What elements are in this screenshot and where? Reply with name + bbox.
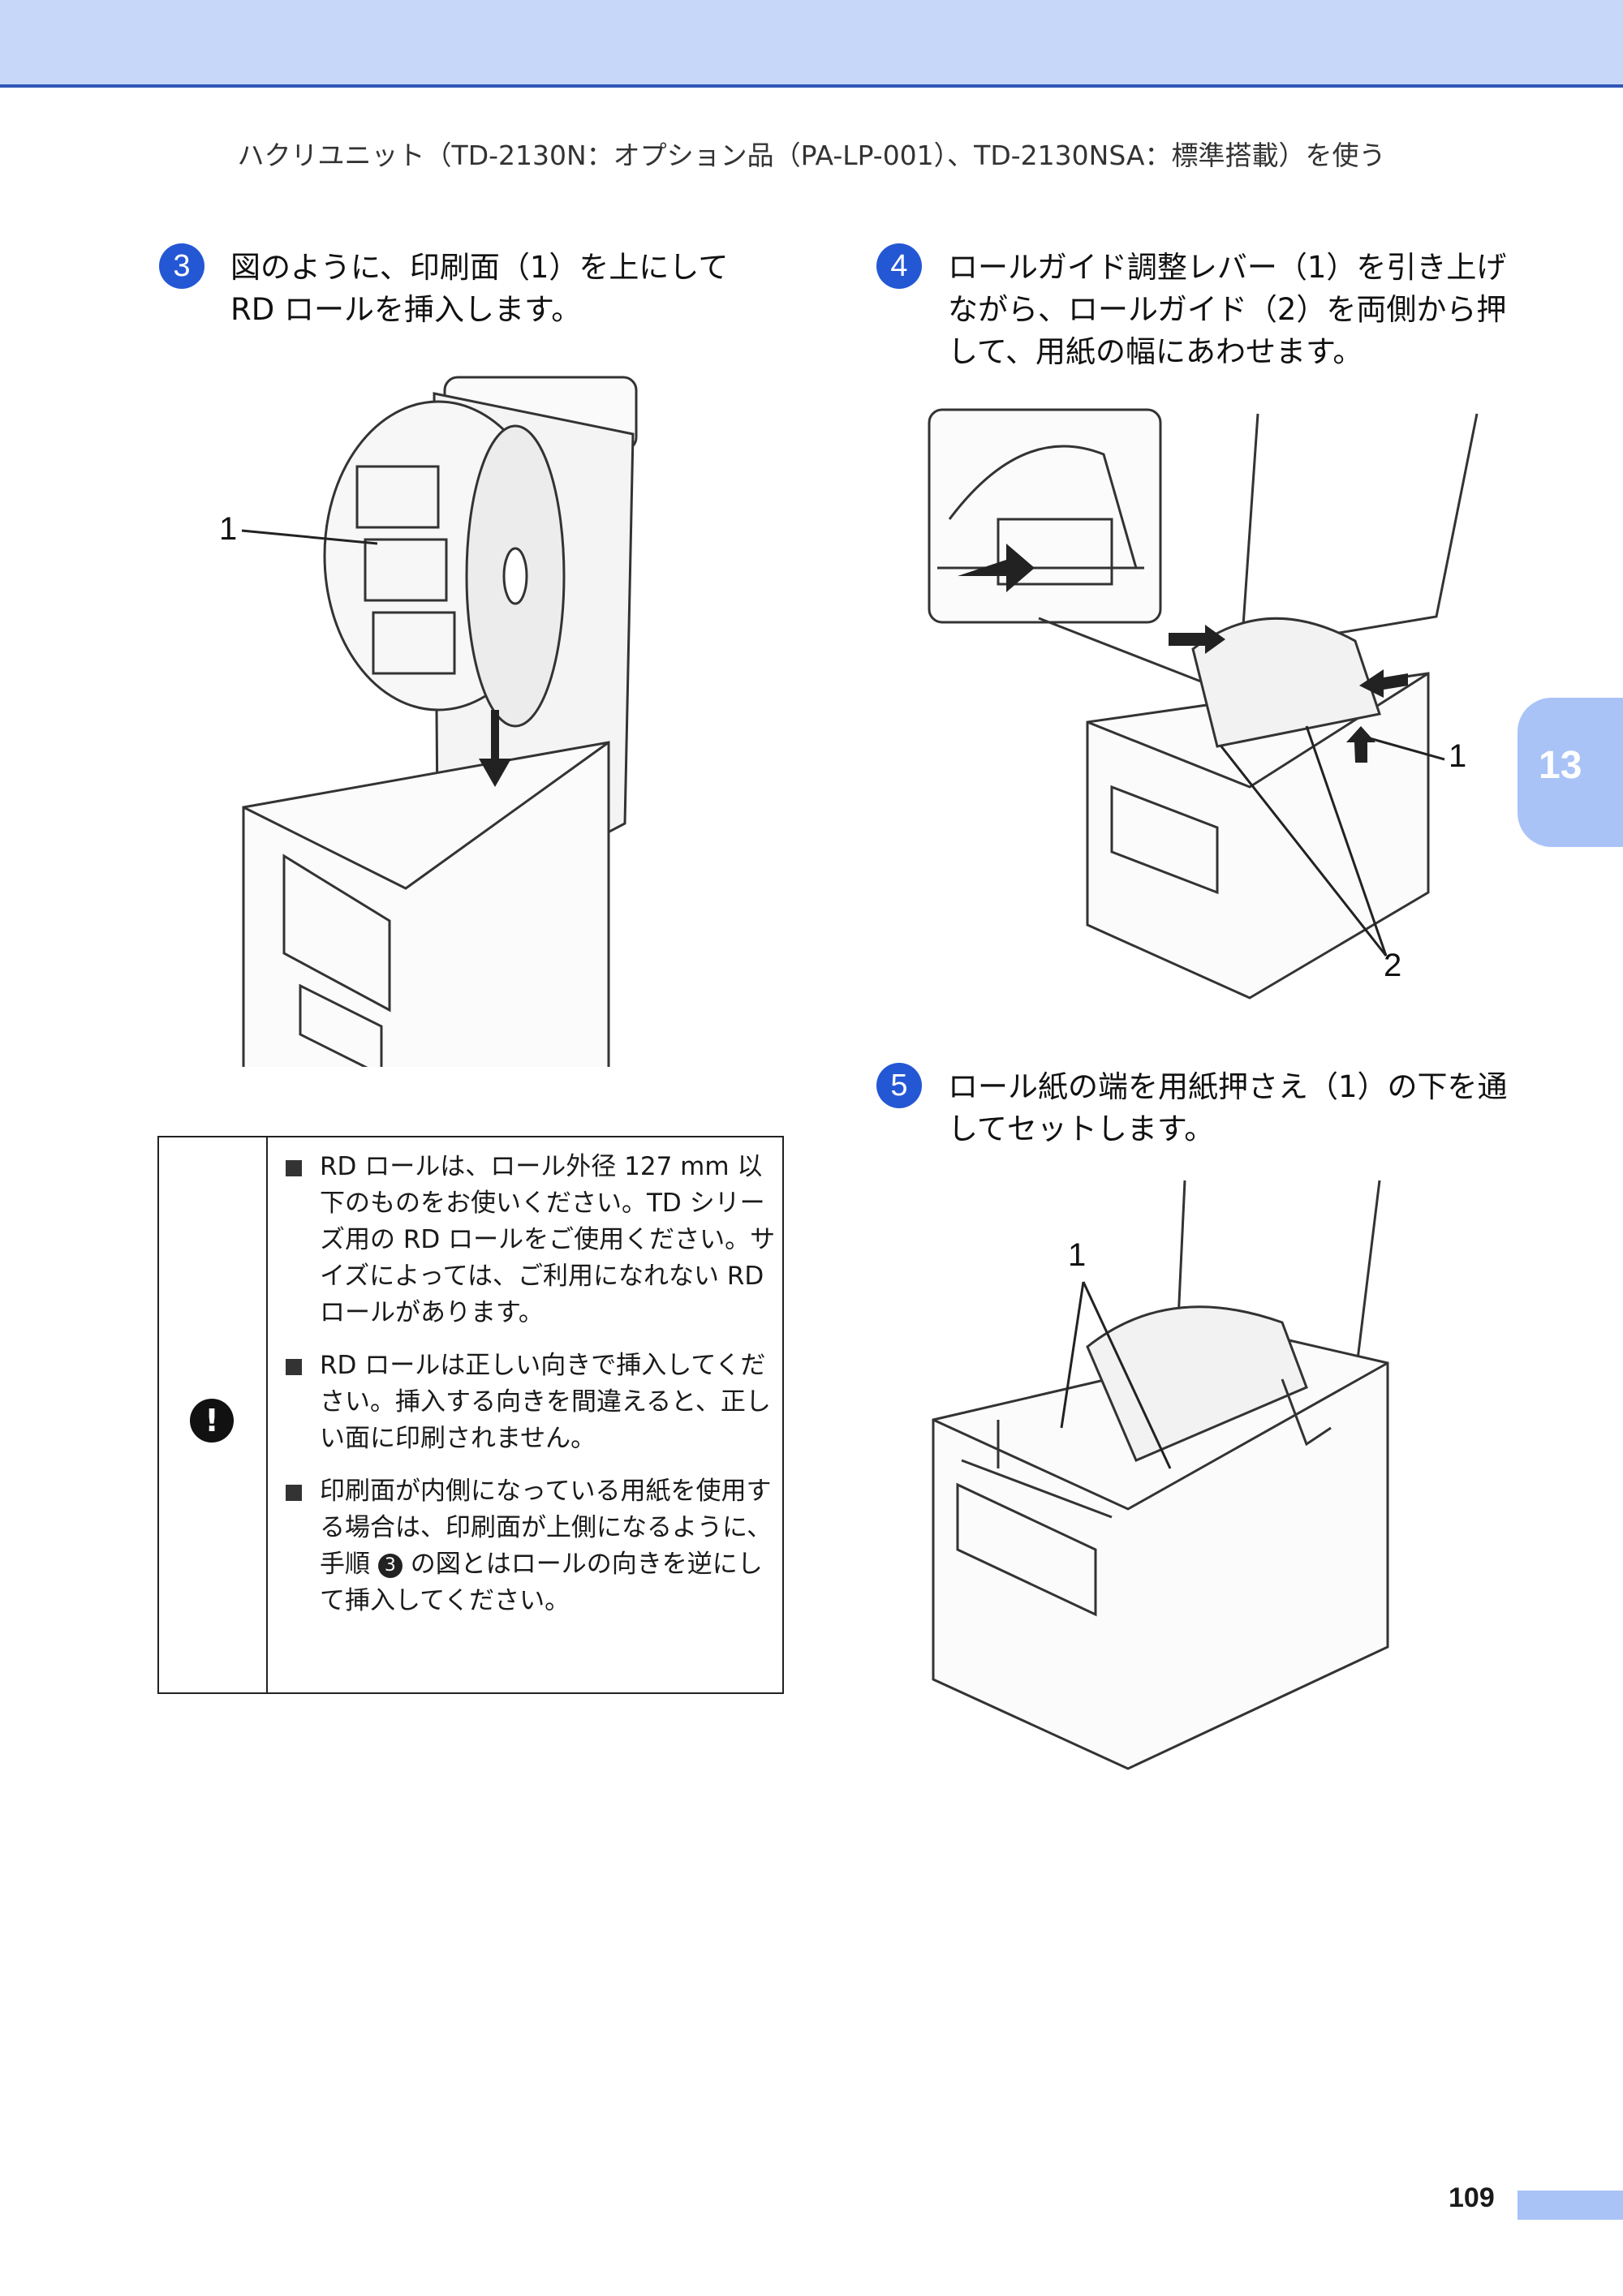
chapter-tab-number: 13 — [1539, 744, 1582, 787]
caution-note: ! RD ロールは、ロール外径 127 mm 以下のものをお使いください。TD … — [157, 1136, 784, 1694]
page-number: 109 — [1449, 2182, 1495, 2213]
top-band — [0, 0, 1623, 88]
note-item-3: 印刷面が内側になっている用紙を使用する場合は、印刷面が上側になるように、手順 3… — [281, 1473, 776, 1619]
chapter-tab: 13 — [1518, 698, 1623, 847]
step-3-callout-1: 1 — [219, 511, 238, 547]
step-3-number: 3 — [159, 243, 204, 289]
step-ref-number: 3 — [377, 1554, 403, 1578]
note-list: RD ロールは、ロール外径 127 mm 以下のものをお使いください。TD シリ… — [281, 1149, 776, 1636]
page-header: ハクリユニット（TD-2130N：オプション品（PA-LP-001）、TD-21… — [237, 140, 1386, 171]
step-4-callout-lines — [1220, 725, 1445, 957]
note-item-1: RD ロールは、ロール外径 127 mm 以下のものをお使いください。TD シリ… — [281, 1149, 776, 1331]
figure-insert-roll — [242, 376, 638, 1067]
page-number-bar — [1518, 2191, 1623, 2220]
step-5-callout-lines — [1060, 1281, 1172, 1469]
step-4-text: ロールガイド調整レバー（1）を引き上げながら、ロールガイド（2）を両側から押して… — [948, 250, 1507, 369]
note-item-2: RD ロールは正しい向きで挿入してください。挿入する向きを間違えると、正しい面に… — [281, 1348, 776, 1457]
note-item-3-after: の図とはロールの向きを逆にして挿入してください。 — [320, 1550, 763, 1615]
step-4-number: 4 — [876, 243, 922, 289]
step-3-callout-line — [241, 529, 378, 545]
step-4-callout-2: 2 — [1384, 948, 1402, 983]
step-5-text: ロール紙の端を用紙押さえ（1）の下を通してセットします。 — [948, 1069, 1508, 1146]
figure-feed-paper — [932, 1180, 1389, 1770]
step-5-number: 5 — [876, 1063, 922, 1108]
step-4-callout-1: 1 — [1449, 738, 1467, 774]
exclamation-icon: ! — [190, 1399, 234, 1443]
note-item-3-before: 印刷面が内側になっている用紙を使用する場合は、印刷面が上側になるように、手順 — [320, 1477, 773, 1579]
note-icon-column: ! — [159, 1137, 268, 1692]
step-3-text: 図のように、印刷面（1）を上にして RD ロールを挿入します。 — [230, 250, 729, 327]
figure-adjust-guides — [928, 408, 1479, 1000]
step-5-callout-1: 1 — [1068, 1237, 1087, 1273]
